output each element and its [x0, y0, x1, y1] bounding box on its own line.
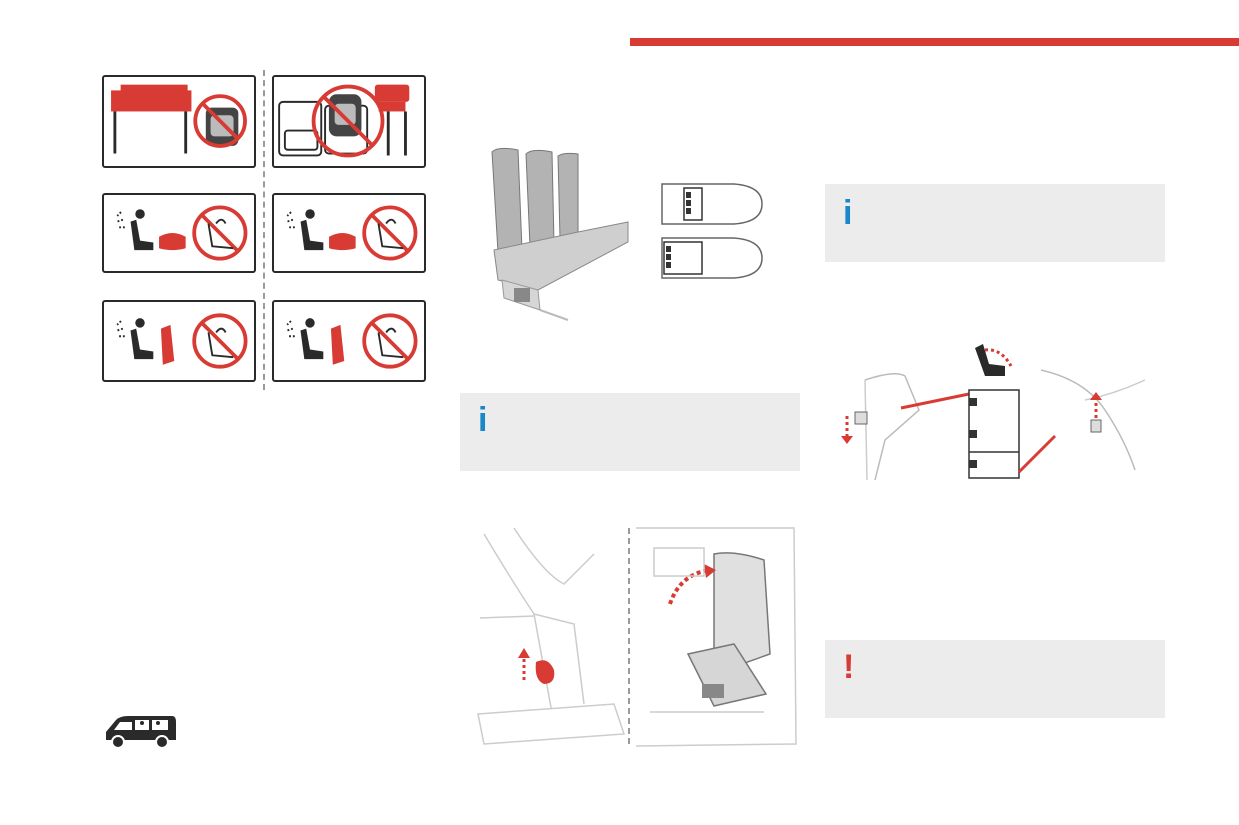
seat-tilt-procedure-illustration: [474, 524, 800, 752]
booster-cushion-prohibited-icon: [286, 205, 418, 261]
info-icon: i: [478, 401, 488, 439]
warning-panel-booster-cushion-left: [102, 193, 256, 273]
warning-panel-booster-seat-right: [272, 300, 426, 382]
warning-panel-rear-facing-seat-behind-seat: [272, 75, 426, 168]
info-note-box-2: i: [460, 393, 800, 471]
section-accent-bar: [630, 38, 1239, 46]
rear-facing-child-seat-prohibited-icon: [278, 84, 410, 158]
info-icon: i: [843, 194, 853, 232]
table-rear-facing-child-seat-prohibited-icon: [111, 84, 247, 154]
bench-seat-illustration: [478, 140, 638, 325]
info-note-box-1: i: [825, 184, 1165, 262]
vehicle-seat-layout-diagram: [658, 180, 768, 285]
warning-panel-booster-cushion-right: [272, 193, 426, 273]
booster-seat-prohibited-icon: [116, 313, 248, 369]
warning-panel-rear-facing-seat-under-table: [102, 75, 256, 168]
booster-seat-prohibited-icon: [286, 313, 418, 369]
seat-removal-procedure-illustration: [835, 340, 1165, 480]
booster-cushion-prohibited-icon: [116, 205, 248, 261]
warning-note-box: !: [825, 640, 1165, 718]
warning-icon: !: [843, 648, 855, 686]
warning-panel-booster-seat-left: [102, 300, 256, 382]
panel-column-divider: [263, 70, 265, 390]
passenger-van-icon: [102, 714, 178, 750]
